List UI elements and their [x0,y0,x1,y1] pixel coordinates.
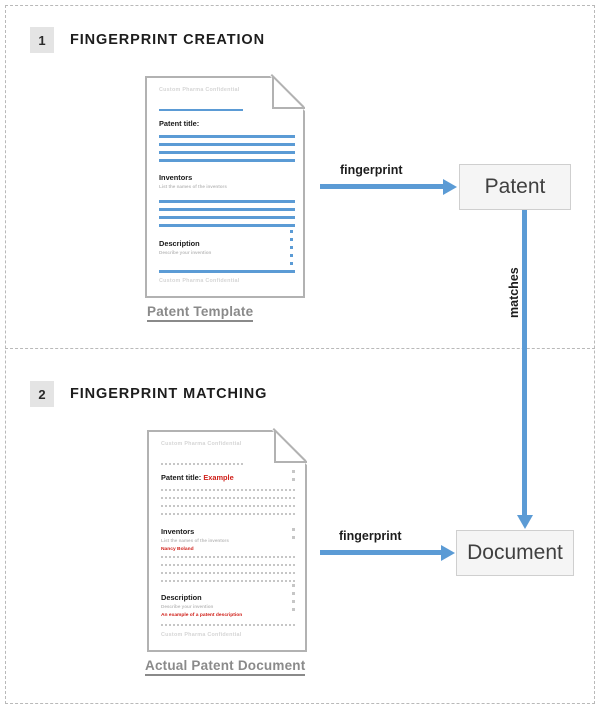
doc2-field-value-0: Example [203,473,234,482]
doc1-field-subtitle-1: List the names of the inventors [159,184,227,189]
doc1-content-line [159,216,295,219]
document-node-label: Document [467,541,563,564]
section-number-badge-2: 2 [30,381,54,407]
section-number-badge-1: 1 [30,27,54,53]
doc2-content-line [161,497,297,499]
doc2-side-dot [292,584,295,587]
doc2-header-confidential: Custom Pharma Confidential [161,441,242,447]
document-page-2: Custom Pharma Confidential Patent title:… [147,430,307,652]
doc2-field-title-2: Description [161,593,202,602]
patent-node-label: Patent [484,175,546,198]
doc1-side-dot [290,246,293,249]
doc2-content-line [161,489,297,491]
section-header-2: 2 FINGERPRINT MATCHING [30,381,267,407]
doc1-content-line [159,159,295,162]
doc2-field-title-1: Inventors [161,527,195,536]
doc2-content-line [161,580,297,582]
section-title-2: FINGERPRINT MATCHING [70,386,268,402]
patent-template-graphic: Custom Pharma Confidential Patent title:… [145,76,305,322]
doc2-field-subtitle-1: List the names of the inventors [161,538,229,543]
doc1-rule-top [159,109,243,111]
doc2-side-dot [292,592,295,595]
doc2-field-subtitle-2: Describe your invention [161,604,214,609]
section-divider [5,348,595,349]
doc2-side-dot [292,608,295,611]
doc1-field-title-2: Description [159,239,200,248]
doc2-footer-confidential: Custom Pharma Confidential [161,632,242,638]
doc2-field-value-1: Nancy Boland [161,547,194,552]
doc2-field-title-0: Patent title: Example [161,473,234,482]
doc1-side-dot [290,238,293,241]
doc2-content-line [161,513,297,515]
doc1-header-confidential: Custom Pharma Confidential [159,87,240,93]
matches-label: matches [507,267,521,318]
doc2-content-line [161,572,297,574]
fingerprint-label-bottom: fingerprint [339,529,402,543]
page-fold-icon-1 [272,76,305,109]
doc1-side-dot [290,262,293,265]
doc1-field-subtitle-2: Describe your invention [159,250,212,255]
doc2-content-line [161,556,297,558]
doc2-side-dot [292,600,295,603]
doc1-footer-confidential: Custom Pharma Confidential [159,278,240,284]
doc2-content-line [161,505,297,507]
section-header-1: 1 FINGERPRINT CREATION [30,27,265,53]
doc1-content-line [159,208,295,211]
doc2-side-dot [292,528,295,531]
doc2-side-dot [292,536,295,539]
matches-arrow [516,210,533,529]
doc2-side-dot [292,470,295,473]
actual-patent-document-label: Actual Patent Document [145,658,306,676]
diagram-frame [5,5,595,704]
doc1-content-line [159,200,295,203]
actual-patent-document-graphic: Custom Pharma Confidential Patent title:… [145,430,307,676]
doc2-side-dot [292,478,295,481]
doc1-content-line [159,224,295,227]
doc2-field-value-2: An example of a patent description [161,613,243,618]
page-fold-icon-2 [274,430,307,463]
doc2-field-label-0: Patent title: [161,473,202,482]
doc1-content-line [159,270,295,273]
doc1-side-dot [290,230,293,233]
fingerprint-label-top: fingerprint [340,163,403,177]
patent-template-label: Patent Template [147,304,254,322]
doc2-rule-top [161,463,245,465]
document-node[interactable]: Document [456,530,574,576]
doc1-side-dot [290,254,293,257]
doc1-field-title-0: Patent title: [159,119,200,128]
section-title-1: FINGERPRINT CREATION [70,32,265,48]
doc2-content-line [161,624,297,626]
fingerprint-arrow-bottom [320,544,455,561]
doc1-field-title-1: Inventors [159,173,193,182]
doc1-content-line [159,135,295,138]
patent-node[interactable]: Patent [459,164,571,210]
fingerprint-arrow-top [320,178,457,195]
doc1-content-line [159,143,295,146]
document-page-1: Custom Pharma Confidential Patent title:… [145,76,305,298]
doc1-content-line [159,151,295,154]
doc2-content-line [161,564,297,566]
